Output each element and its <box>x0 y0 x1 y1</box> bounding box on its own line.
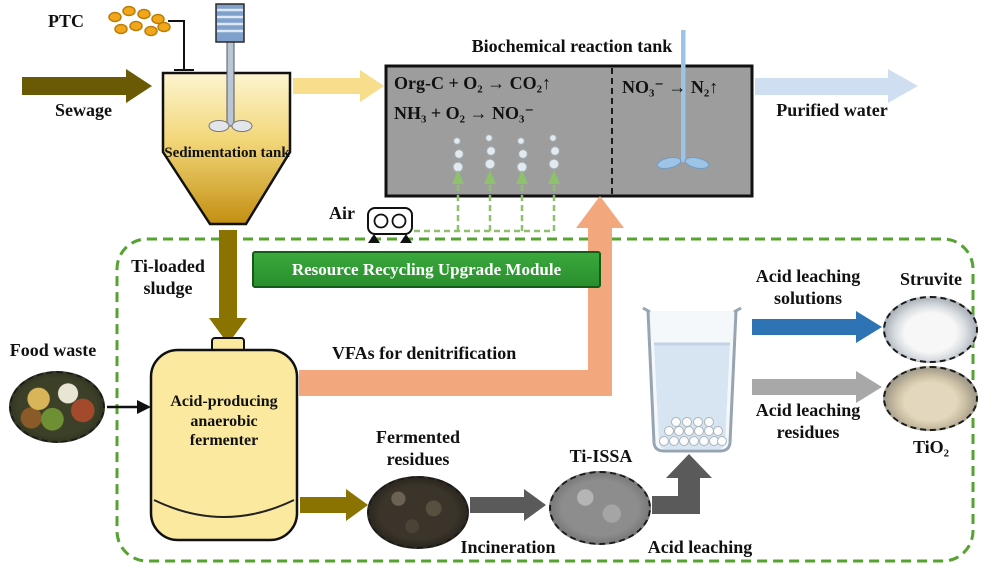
sedimentation-stirrer-icon <box>208 3 253 132</box>
incineration-arrow <box>470 489 546 521</box>
purified-water-label: Purified water <box>776 100 888 120</box>
residues-arrow <box>752 371 882 403</box>
food-waste-label: Food waste <box>9 340 97 360</box>
fermented-residues-photo <box>367 476 469 549</box>
air-blower-icon <box>367 207 413 243</box>
reaction-equation-2: NH₃ + O₂ → NO₃⁻ <box>394 103 534 123</box>
fermented-residues-arrow <box>300 489 368 521</box>
sedimentation-tank-label: Sedimentation tank <box>164 145 290 161</box>
sedimentation-tank-vessel <box>161 71 292 226</box>
fermented-residues-label: Fermented residues <box>376 427 460 469</box>
biochem-stirrer-icon <box>656 30 710 169</box>
sewage-flow-arrow <box>22 69 152 103</box>
acid-leaching-solutions-label: Acid leaching solutions <box>755 266 861 308</box>
air-arrowheads <box>452 170 560 184</box>
solutions-arrow <box>752 311 882 343</box>
sewage-label: Sewage <box>55 100 112 120</box>
ti-loaded-sludge-label: Ti-loaded sludge <box>131 256 205 298</box>
vfas-label: VFAs for denitrification <box>332 343 517 363</box>
influent-arrow <box>293 70 384 102</box>
acid-leaching-residues-label: Acid leaching residues <box>755 400 861 442</box>
purified-water-arrow <box>755 69 918 103</box>
struvite-photo <box>883 296 978 363</box>
ptc-label: PTC <box>48 11 84 31</box>
incineration-label: Incineration <box>460 537 556 557</box>
reaction-equation-1: Org-C + O₂ → CO₂↑ <box>394 73 552 93</box>
tio2-label: TiO₂ <box>912 437 950 457</box>
module-title-banner: Resource Recycling Upgrade Module <box>252 251 601 288</box>
air-supply-lines <box>414 183 556 233</box>
fermenter-vessel <box>149 337 299 542</box>
module-title-text: Resource Recycling Upgrade Module <box>291 259 562 279</box>
ptc-particles-icon <box>108 5 171 37</box>
tio2-photo <box>883 366 978 431</box>
ti-issa-photo <box>549 471 651 545</box>
food-waste-arrow <box>107 400 151 414</box>
aeration-bubbles <box>452 133 561 173</box>
ti-issa-label: Ti-ISSA <box>569 446 633 466</box>
biochemical-tank-title: Biochemical reaction tank <box>471 36 673 56</box>
reaction-equation-3: NO₃⁻ → N₂↑ <box>622 77 719 97</box>
food-waste-photo <box>9 371 105 443</box>
air-label: Air <box>329 203 355 223</box>
ti-loaded-sludge-arrow <box>209 230 247 344</box>
biochemical-tank-vessel <box>384 64 754 198</box>
acid-leaching-arrow <box>652 454 712 514</box>
vfas-arrow <box>299 196 624 396</box>
beaker-icon <box>642 306 742 453</box>
struvite-label: Struvite <box>900 269 962 289</box>
fermenter-label: Acid-producing anaerobic fermenter <box>170 393 278 450</box>
acid-leaching-label: Acid leaching <box>647 537 753 557</box>
